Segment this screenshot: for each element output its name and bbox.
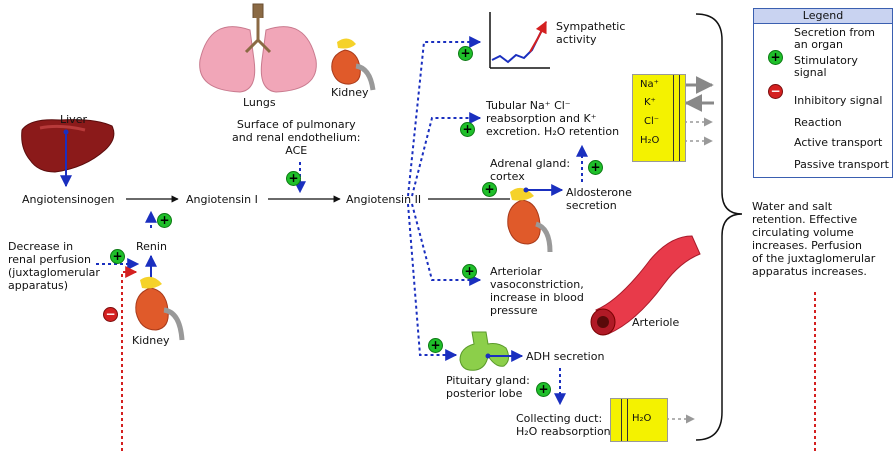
legend-passive-transport: Passive transport	[794, 158, 889, 171]
arteriole-icon	[590, 235, 701, 336]
minus-icon-inhibition: −	[103, 307, 118, 322]
legend-secretion: Secretion from an organ	[794, 26, 876, 51]
legend-active-transport: Active transport	[794, 136, 883, 149]
legend-title: Legend	[754, 9, 892, 24]
ion-h2o-duct: H₂O	[632, 413, 652, 424]
collecting-duct-box	[610, 398, 668, 442]
ion-na: Na⁺	[640, 79, 659, 90]
aldosterone-label: Aldosterone secretion	[566, 186, 632, 212]
kidney-bottom-icon	[135, 276, 185, 341]
plus-icon-arteriolar: +	[462, 264, 477, 279]
angiotensinogen-label: Angiotensinogen	[22, 193, 115, 206]
inhibitory-feedback-line	[121, 266, 138, 451]
kidney-top-label: Kidney	[331, 86, 369, 99]
legend-plus-icon: +	[768, 50, 783, 65]
branch-to-arteriolar	[411, 203, 482, 286]
kidney-top-icon	[331, 38, 376, 91]
lungs-label: Lungs	[243, 96, 276, 109]
tubular-membrane-box	[632, 74, 686, 162]
branch-to-pituitary	[407, 203, 458, 361]
lungs-icon	[199, 3, 317, 93]
legend-stimulatory: Stimulatory signal	[794, 54, 858, 79]
branch-to-tubular	[411, 112, 482, 197]
adh-label: ADH secretion	[526, 350, 605, 363]
plus-icon-tubular: +	[460, 122, 475, 137]
decrease-perfusion-label: Decrease in renal perfusion (juxtaglomer…	[8, 240, 100, 292]
legend-inhibitory: Inhibitory signal	[794, 94, 883, 107]
renin-label: Renin	[136, 240, 167, 253]
sympathetic-label: Sympathetic activity	[556, 20, 626, 46]
angiotensin2-label: Angiotensin II	[346, 193, 422, 206]
plus-icon-pituitary: +	[428, 338, 443, 353]
legend-minus-icon: −	[768, 84, 783, 99]
angiotensin1-label: Angiotensin I	[186, 193, 258, 206]
pituitary-label: Pituitary gland: posterior lobe	[446, 374, 530, 400]
plus-icon-adh: +	[536, 382, 551, 397]
ion-h2o: H₂O	[640, 135, 660, 146]
arteriolar-label: Arteriolar vasoconstriction, increase in…	[490, 265, 584, 317]
sympathetic-activity-chart	[489, 12, 550, 69]
adrenal-kidney-icon	[507, 187, 553, 253]
plus-icon-ace: +	[286, 171, 301, 186]
summary-brace	[695, 13, 743, 441]
collecting-duct-label: Collecting duct: H₂O reabsorption	[516, 412, 611, 438]
plus-icon-adrenal: +	[482, 182, 497, 197]
ion-cl: Cl⁻	[644, 116, 660, 127]
adrenal-label: Adrenal gland: cortex	[490, 157, 571, 183]
ion-k: K⁺	[644, 97, 656, 108]
liver-icon	[21, 119, 115, 173]
tubular-label: Tubular Na⁺ Cl⁻ reabsorption and K⁺ excr…	[486, 99, 620, 138]
surface-ace-label: Surface of pulmonary and renal endotheli…	[232, 118, 361, 157]
plus-icon-sympathetic: +	[458, 46, 473, 61]
liver-label: Liver	[60, 113, 87, 126]
legend-reaction: Reaction	[794, 116, 842, 129]
result-label: Water and salt retention. Effective circ…	[752, 200, 876, 278]
arteriole-label: Arteriole	[632, 316, 680, 329]
branch-to-sympathetic	[407, 36, 482, 197]
kidney-bottom-label: Kidney	[132, 334, 170, 347]
plus-icon-decrease: +	[110, 249, 125, 264]
plus-icon-renin: +	[157, 213, 172, 228]
pituitary-icon	[459, 331, 510, 371]
plus-icon-aldosterone: +	[588, 160, 603, 175]
